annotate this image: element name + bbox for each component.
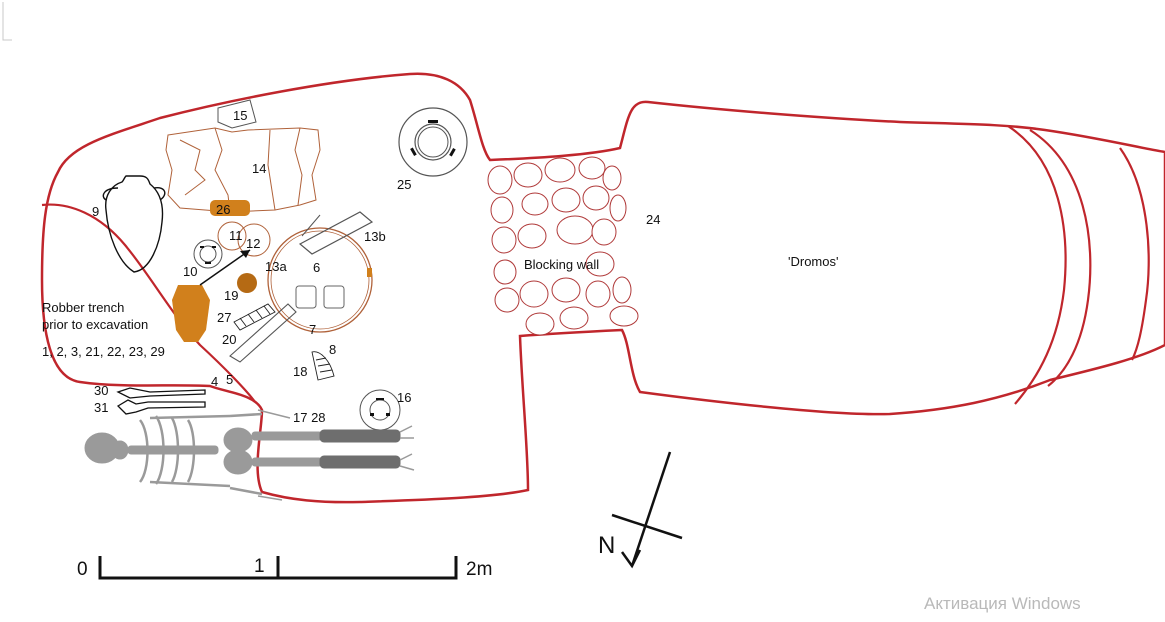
dromos-curve-2 bbox=[1029, 129, 1092, 387]
blade-13b bbox=[298, 211, 374, 255]
windows-activation-watermark: Активация Windows bbox=[924, 594, 1081, 613]
find-17-28: 17 28 bbox=[293, 410, 326, 425]
bead-19 bbox=[237, 273, 257, 293]
find-14: 14 bbox=[252, 161, 266, 176]
scale-one: 1 bbox=[254, 556, 265, 577]
dromos-curve-1 bbox=[1007, 125, 1067, 405]
stone-slab-group-14 bbox=[165, 127, 321, 213]
hatched-fragment-18 bbox=[311, 351, 335, 381]
amphora-9 bbox=[102, 175, 166, 273]
find-numbers: 15 14 26 9 11 12 10 13a 6 13b 19 27 20 7… bbox=[92, 108, 660, 425]
vessel-6 bbox=[267, 227, 373, 333]
robber-trench-outline bbox=[41, 203, 256, 403]
scale-two: 2m bbox=[466, 559, 492, 580]
stone-15 bbox=[217, 99, 257, 129]
vessel-26 bbox=[210, 200, 250, 216]
blade-20 bbox=[229, 303, 297, 363]
find-8: 8 bbox=[329, 342, 336, 357]
scale-zero: 0 bbox=[77, 559, 88, 580]
arrow-head bbox=[240, 250, 250, 258]
weapon-30 bbox=[116, 387, 206, 399]
skeleton bbox=[84, 409, 415, 501]
vessel-6-shard-b bbox=[323, 285, 345, 309]
find-5: 5 bbox=[226, 372, 233, 387]
find-13b: 13b bbox=[364, 229, 386, 244]
find-24: 24 bbox=[646, 212, 660, 227]
area-labels: Robber trench prior to excavation 1, 2, … bbox=[42, 254, 838, 359]
find-13a: 13a bbox=[265, 259, 287, 274]
find-15: 15 bbox=[233, 108, 247, 123]
find-19: 19 bbox=[224, 288, 238, 303]
find-30: 30 bbox=[94, 383, 108, 398]
arrow-to-12 bbox=[199, 249, 251, 286]
robber-trench-label-2: prior to excavation bbox=[42, 317, 148, 332]
hatched-fragment-27 bbox=[233, 303, 276, 331]
ring-11 bbox=[217, 221, 247, 251]
find-11: 11 bbox=[229, 228, 243, 243]
scale-labels: 0 1 2m bbox=[77, 556, 492, 580]
tomb-outline bbox=[40, 72, 1165, 504]
bowl-10 bbox=[193, 239, 223, 269]
bowl-25 bbox=[398, 107, 468, 177]
find-16: 16 bbox=[397, 390, 411, 405]
find-18: 18 bbox=[293, 364, 307, 379]
jar-orange bbox=[172, 285, 210, 342]
find-9: 9 bbox=[92, 204, 99, 219]
vessel-6-mark bbox=[367, 268, 372, 277]
vessel-6-shard-a bbox=[295, 285, 317, 309]
find-25: 25 bbox=[397, 177, 411, 192]
north-arrow bbox=[611, 451, 683, 569]
dromos-label: 'Dromos' bbox=[788, 254, 838, 269]
ring-12 bbox=[237, 223, 271, 257]
blocking-wall-label: Blocking wall bbox=[524, 257, 599, 272]
dromos-curve-3 bbox=[1119, 147, 1150, 361]
blocking-wall bbox=[487, 156, 639, 336]
robber-trench-finds: 1, 2, 3, 21, 22, 23, 29 bbox=[42, 344, 165, 359]
find-6: 6 bbox=[313, 260, 320, 275]
find-7: 7 bbox=[309, 322, 316, 337]
find-10: 10 bbox=[183, 264, 197, 279]
find-4: 4 bbox=[211, 374, 218, 389]
find-12: 12 bbox=[246, 236, 260, 251]
bowl-16 bbox=[359, 389, 401, 431]
weapon-31 bbox=[116, 399, 206, 415]
find-27: 27 bbox=[217, 310, 231, 325]
blade-13a bbox=[301, 214, 321, 237]
robber-trench-label-1: Robber trench bbox=[42, 300, 124, 315]
vessel-6-inner bbox=[270, 230, 370, 330]
north-label: N bbox=[598, 532, 615, 559]
corner-mark bbox=[2, 2, 12, 41]
find-20: 20 bbox=[222, 332, 236, 347]
scale-bar bbox=[98, 556, 458, 580]
find-31: 31 bbox=[94, 400, 108, 415]
find-26: 26 bbox=[216, 202, 230, 217]
